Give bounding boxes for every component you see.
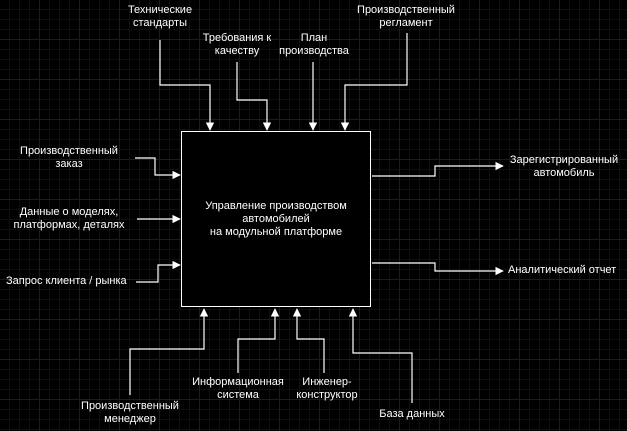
- function-box: Управление производством автомобилей на …: [181, 131, 371, 307]
- arrow-technical-standards: [159, 40, 215, 131]
- label-database: База данных: [379, 408, 445, 420]
- arrow-registered-vehicle: [372, 161, 504, 177]
- label-production-regulations: Производственный регламент: [357, 4, 455, 29]
- arrow-database: [348, 308, 413, 403]
- label-registered-vehicle: Зарегистрированный автомобиль: [509, 154, 619, 179]
- arrow-information-system: [237, 308, 280, 373]
- arrow-production-manager: [129, 308, 209, 395]
- arrow-design-engineer: [292, 308, 325, 373]
- label-production-manager: Производственный менеджер: [81, 400, 179, 425]
- label-client-request: Запрос клиента / рынка: [6, 275, 127, 287]
- label-quality-requirements: Требования к качеству: [202, 32, 272, 57]
- label-information-system: Информационная система: [192, 376, 284, 401]
- arrow-client-request: [136, 260, 181, 283]
- arrow-production-regulations: [340, 33, 408, 131]
- arrow-production-order: [135, 157, 181, 180]
- label-production-order: Производственный заказ: [20, 145, 118, 170]
- function-title: Управление производством автомобилей на …: [205, 199, 347, 238]
- arrow-analytic-report: [372, 262, 504, 276]
- label-model-data: Данные о моделях, платформах, деталях: [13, 206, 125, 231]
- label-technical-standards: Технические стандарты: [127, 4, 193, 29]
- arrow-quality-requirements: [236, 62, 272, 131]
- label-production-plan: План производства: [279, 32, 349, 57]
- label-design-engineer: Инженер- конструктор: [296, 376, 358, 401]
- label-analytic-report: Аналитический отчет: [508, 264, 617, 276]
